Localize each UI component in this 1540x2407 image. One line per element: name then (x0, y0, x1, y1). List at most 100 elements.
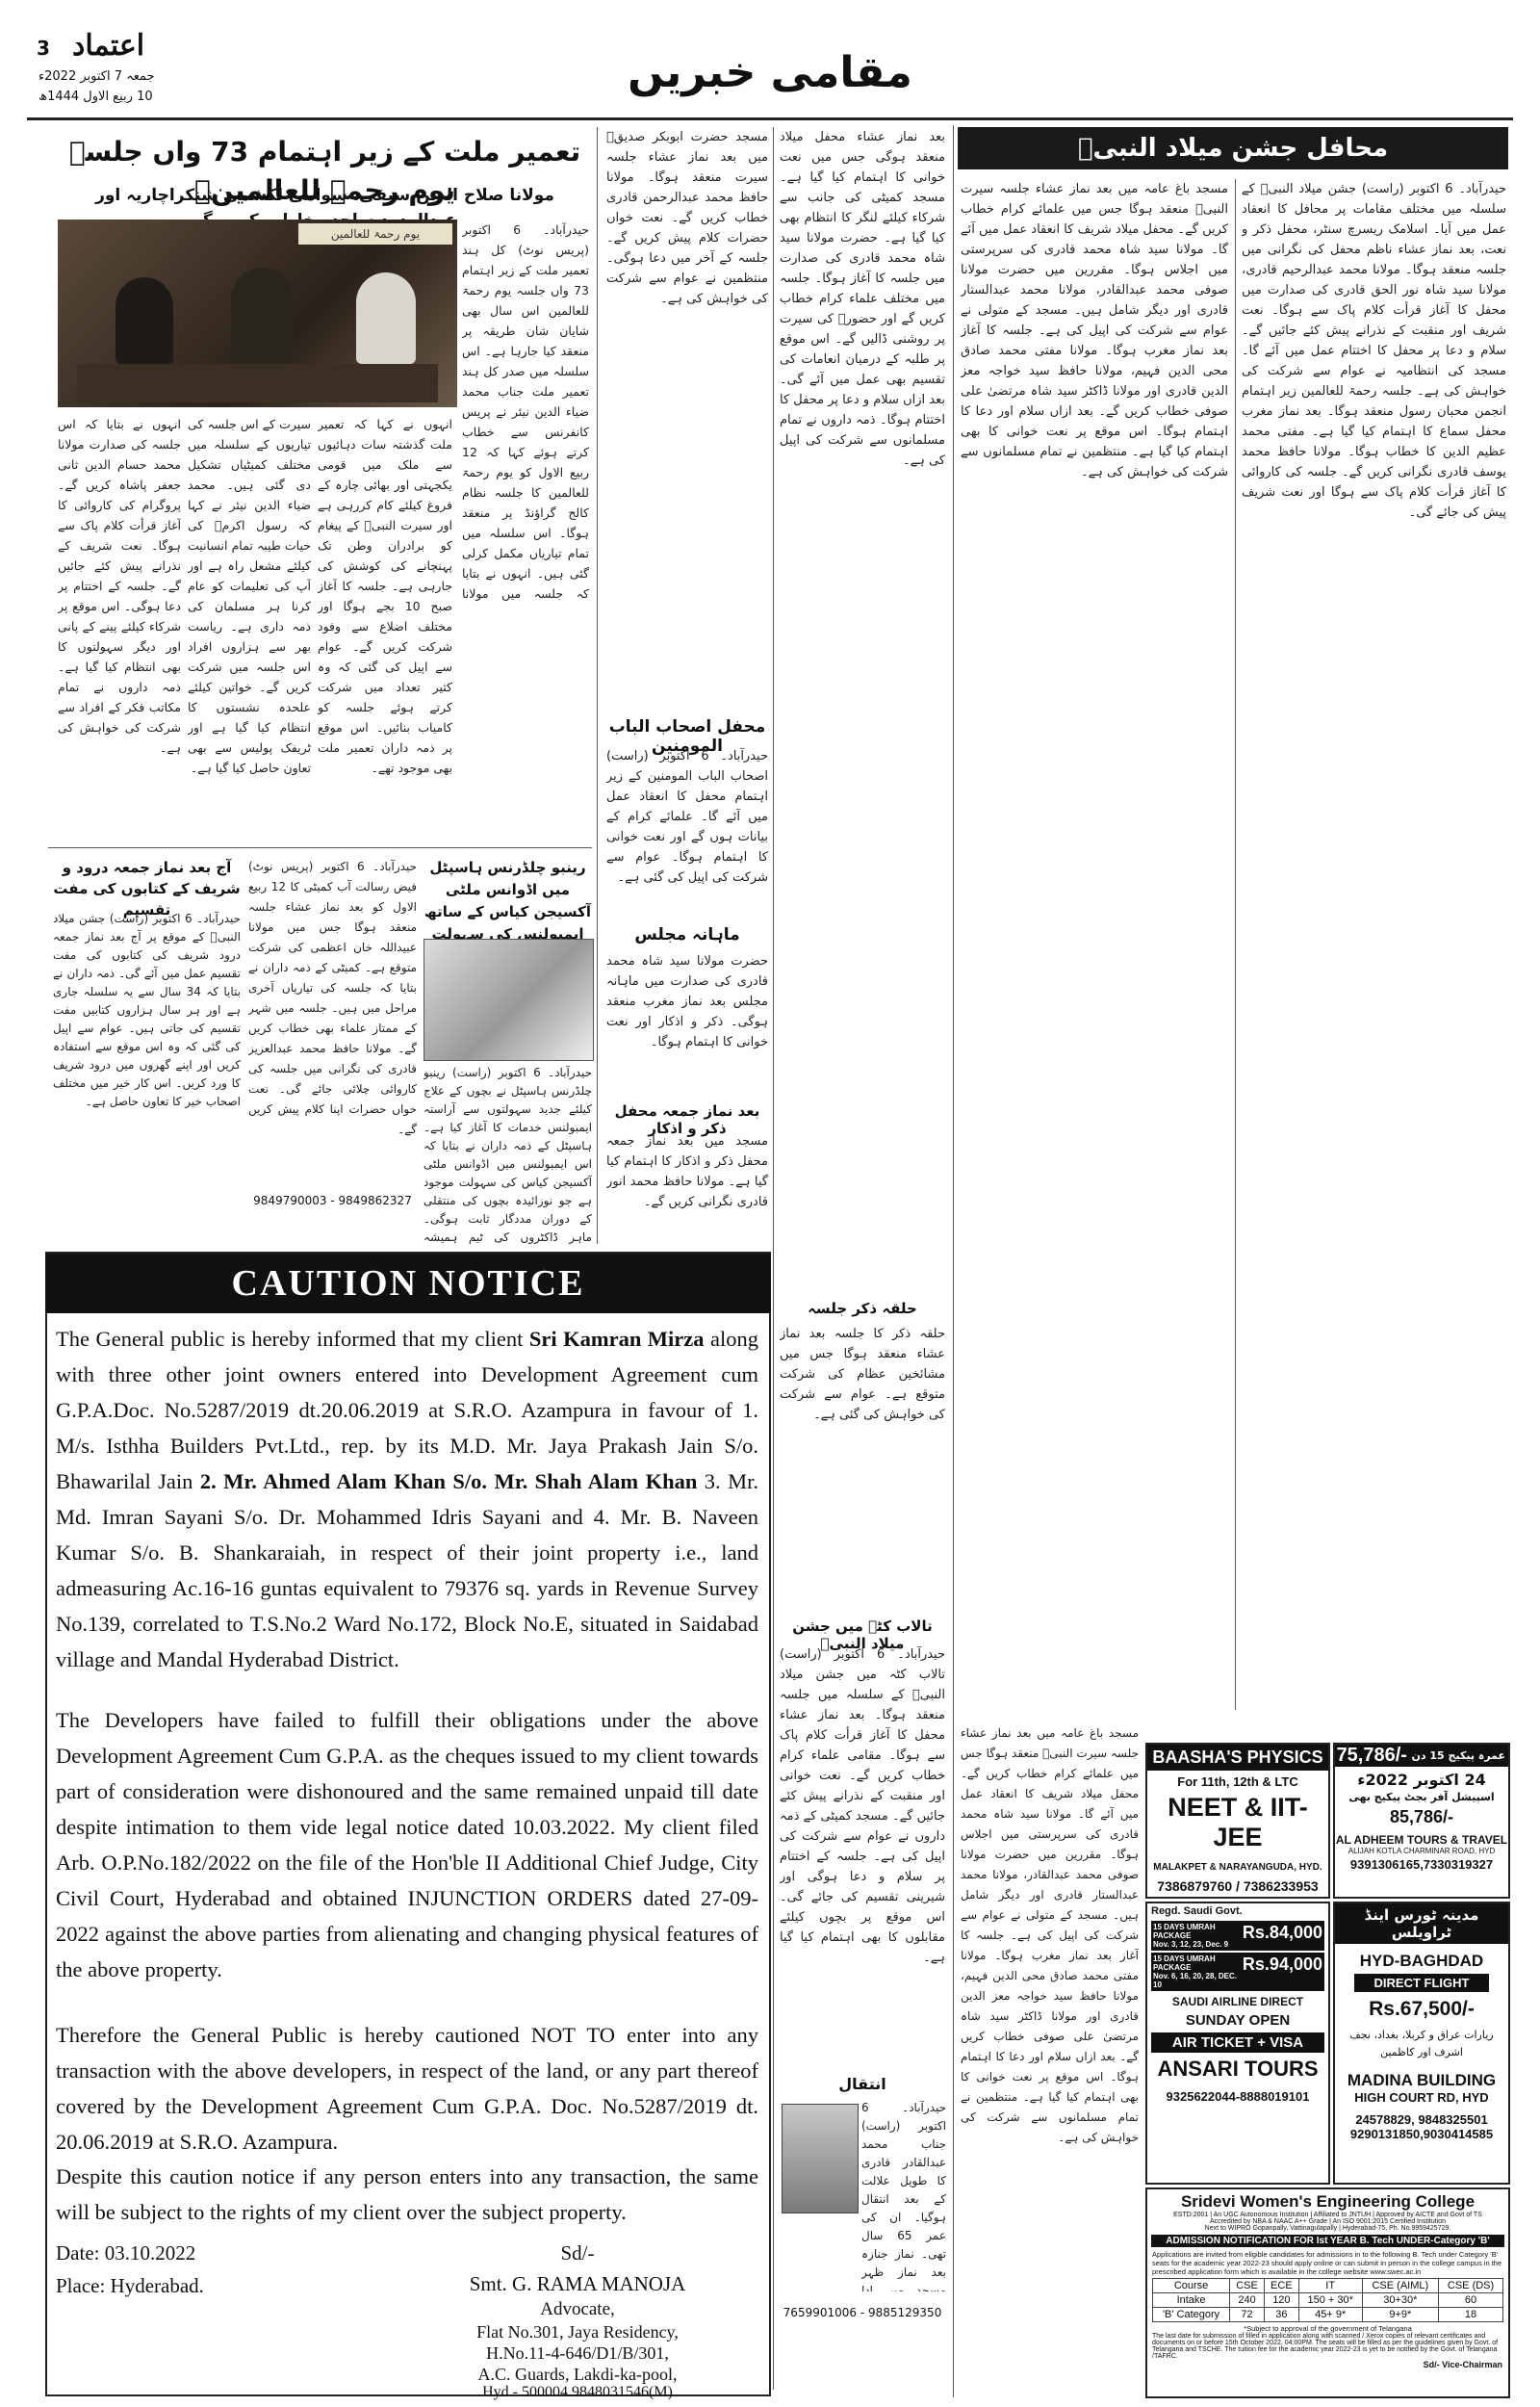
ad-address: HIGH COURT RD, HYD (1354, 2090, 1489, 2105)
caution-paragraph-1: The General public is hereby informed th… (56, 1321, 758, 1677)
zikr-headline: بعد نماز جمعہ محفل ذکر و اذکار (614, 1102, 760, 1137)
ad-al-adheem-tours[interactable]: 75,786/- عمرہ پیکیج 15 دن 24 اکتوبر 2022… (1333, 1743, 1510, 1899)
table-header-cell: ECE (1263, 2278, 1299, 2293)
approval-note: *Subject to approval of the government o… (1244, 2324, 1412, 2333)
address-line-1: Flat No.301, Jaya Residency, (476, 2322, 679, 2342)
caution-notice-title: CAUTION NOTICE (45, 1254, 771, 1313)
notice-date: Date: 03.10.2022 (56, 2241, 196, 2265)
table-header-row: Course CSE ECE IT CSE (AIML) CSE (DS) (1151, 2278, 1503, 2293)
ad-company-name: AL ADHEEM TOURS & TRAVEL (1335, 1833, 1508, 1847)
mahana-body: حضرت مولانا سید شاہ محمد قادری کی صدارت … (606, 954, 768, 1049)
ahbab-body: حیدرآباد۔ 6 اکتوبر (راست) اصحاب الباب ال… (606, 749, 768, 885)
signature-mark: Sd/- (560, 2241, 595, 2265)
address-line-3: A.C. Guards, Lakdi-ka-pool, (477, 2365, 678, 2384)
table-cell: 120 (1263, 2292, 1299, 2308)
date-gregorian: جمعہ 7 اکتوبر 2022ء (38, 69, 155, 84)
ad-sridevi-college[interactable]: Sridevi Women's Engineering College ESTD… (1145, 2187, 1510, 2398)
column-divider (1235, 179, 1236, 1710)
date-hijri: 10 ربیع الاول 1444ھ (38, 90, 153, 104)
college-sign: Sd/- Vice-Chairman (1423, 2360, 1502, 2369)
table-cell: 72 (1229, 2307, 1265, 2322)
ad-madina-tours[interactable]: مدینہ ٹورس اینڈ ٹراویلس HYD-BAGHDAD DIRE… (1333, 1902, 1510, 2185)
ad-address: MALAKPET & NARAYANGUDA, HYD. (1153, 1862, 1322, 1873)
package-1-dates: Nov. 3, 12, 23, Dec. 9 (1153, 1940, 1229, 1949)
deceased-photo (782, 2104, 859, 2213)
table-header-cell: Course (1151, 2278, 1231, 2293)
table-header-cell: CSE (1229, 2278, 1265, 2293)
tameer-body-col3: سیرت کے اس جلسہ کی تیاریوں کے سلسلہ میں … (188, 417, 311, 775)
table-cell: 60 (1438, 2292, 1503, 2308)
intiqal-headline: انتقال (838, 2075, 886, 2093)
college-desc-1: ESTD:2001 | An UGC Autonomous Institutio… (1173, 2212, 1482, 2218)
talab-body: حیدرآباد۔ 6 اکتوبر (راست) تالاب کٹہ میں … (780, 1647, 945, 1965)
photo-person (356, 272, 416, 364)
tameer-headline: تعمیر ملت کے زیر اہتمام 73 واں جلسہ یوم … (68, 136, 581, 206)
table-header-cell: CSE (DS) (1438, 2278, 1503, 2293)
section-divider (48, 847, 592, 848)
section-title: مقامی خبریں (628, 48, 912, 97)
package-1-price: Rs.84,000 (1242, 1923, 1322, 1942)
table-cell: 30+30* (1361, 2292, 1440, 2308)
ad-price: Rs.67,500/- (1369, 1998, 1475, 2020)
ad-baasha-physics[interactable]: BAASHA'S PHYSICS For 11th, 12th & LTC NE… (1145, 1743, 1330, 1899)
advocate-name: Smt. G. RAMA MANOJA (469, 2272, 686, 2295)
kitab-headline: آج بعد نماز جمعہ درود و شریف کے کتابوں ک… (53, 859, 241, 919)
photo-banner: یوم رحمۃ للعالمین (298, 223, 452, 245)
faiz-body: حیدرآباد۔ 6 اکتوبر (پریس نوٹ) فیض رسالت … (248, 860, 417, 1136)
caution-paragraph-2: The Developers have failed to fulfill th… (56, 1708, 758, 1981)
college-desc-2: Accredited by NBA & NAAC A++ Grade | An … (1209, 2218, 1446, 2225)
ad-phone: 9391306165,7330319327 (1349, 1857, 1494, 1872)
ad-regd: Regd. Saudi Govt. (1151, 1905, 1243, 1917)
ahbab-headline: محفل اصحاب الباب المومنین (608, 717, 766, 756)
milad-article-col1: حیدرآباد۔ 6 اکتوبر (راست) جشن میلاد النب… (1242, 182, 1506, 520)
ad-date-urdu: 24 اکتوبر 2022ء (1357, 1771, 1486, 1789)
ad-ticket: AIR TICKET + VISA (1151, 2032, 1324, 2053)
table-header-cell: CSE (AIML) (1361, 2278, 1440, 2293)
ad-offer-urdu: عمرہ پیکیج 15 دن (1411, 1749, 1505, 1762)
table-row: Intake 240 120 150 + 30* 30+30* 60 (1151, 2292, 1503, 2308)
ad-ansari-tours[interactable]: Regd. Saudi Govt. 15 DAYS UMRAH PACKAGE … (1145, 1902, 1330, 2185)
package-2-dates: Nov. 6, 16, 20, 28, DEC. 10 (1153, 1972, 1238, 1989)
ad-address: ALIJAH KOTLA CHARMINAR ROAD, HYD (1348, 1847, 1496, 1855)
table-header-cell: IT (1297, 2278, 1363, 2293)
hospital-photo (424, 939, 594, 1061)
ad-main: NEET & IIT-JEE (1168, 1793, 1308, 1851)
rainbow-headline: رینبو چلڈرنس ہاسپٹل میں اڈوانس ملٹی آکسی… (424, 859, 592, 943)
press-conference-photo: یوم رحمۃ للعالمین (58, 220, 457, 407)
package-2-price: Rs.94,000 (1242, 1954, 1322, 1974)
column-divider (773, 127, 774, 2390)
table-cell: Intake (1151, 2292, 1231, 2308)
college-name: Sridevi Women's Engineering College (1180, 2192, 1476, 2211)
rainbow-body: حیدرآباد۔ 6 اکتوبر (راست) رینبو چلڈرنس ہ… (424, 1066, 592, 1244)
caution-p1-intro: The General public is hereby informed th… (56, 1327, 529, 1351)
caution-paragraph-3: Therefore the General Public is hereby c… (56, 2023, 758, 2154)
tameer-body-col4: انہوں نے بتایا کہ اس جلسہ کی صدارت مولان… (58, 417, 181, 755)
address-line-2: H.No.11-4-646/D1/B/301, (486, 2343, 669, 2363)
zikr-body: مسجد میں بعد نماز جمعہ محفل ذکر و اذکار … (606, 1134, 768, 1209)
ad-title-urdu: مدینہ ٹورس اینڈ ٹراویلس (1335, 1903, 1508, 1944)
ad-title: BAASHA'S PHYSICS (1147, 1745, 1328, 1771)
ad-phone: 9325622044-8888019101 (1166, 2089, 1310, 2104)
advocate-title: Advocate, (540, 2299, 615, 2319)
article-mid-col1: بعد نماز عشاء محفل میلاد منعقد ہوگی جس م… (780, 130, 945, 468)
tameer-body-col2: انہوں نے کہا کہ تعمیر ملت گذشتہ سات دہائ… (318, 417, 452, 775)
ad-open: SUNDAY OPEN (1185, 2012, 1291, 2029)
ad-airline: SAUDI AIRLINE DIRECT (1171, 1995, 1304, 2008)
package-2-name: 15 DAYS UMRAH PACKAGE (1153, 1954, 1216, 1972)
newspaper-name: اعتماد (72, 29, 145, 63)
photo-table (77, 364, 438, 402)
masthead-divider (27, 117, 1513, 120)
milad-article-col2-lower: مسجد باغ عامہ میں بعد نماز عشاء جلسہ سیر… (961, 1726, 1139, 2144)
ad-building-name: MADINA BUILDING (1347, 2071, 1497, 2089)
footer-text: The last date for submission of filled i… (1152, 2333, 1499, 2360)
ad-phone: 7386879760 / 7386233953 (1157, 1878, 1319, 1894)
table-row: 'B' Category 72 36 45+ 9* 9+9* 18 (1151, 2307, 1503, 2322)
table-cell: 'B' Category (1151, 2307, 1231, 2322)
ad-phone-2: 9290131850,9030414585 (1349, 2127, 1494, 2141)
address-line-4: Hyd - 500004.9848031546(M) (482, 2384, 673, 2400)
admission-title: ADMISSION NOTIFICATION FOR Ist YEAR B. T… (1151, 2235, 1504, 2247)
intake-table: Course CSE ECE IT CSE (AIML) CSE (DS) In… (1151, 2278, 1503, 2322)
package-1-name: 15 DAYS UMRAH PACKAGE (1153, 1923, 1216, 1940)
notice-place: Place: Hyderabad. (56, 2274, 204, 2297)
photo-person (231, 268, 293, 364)
